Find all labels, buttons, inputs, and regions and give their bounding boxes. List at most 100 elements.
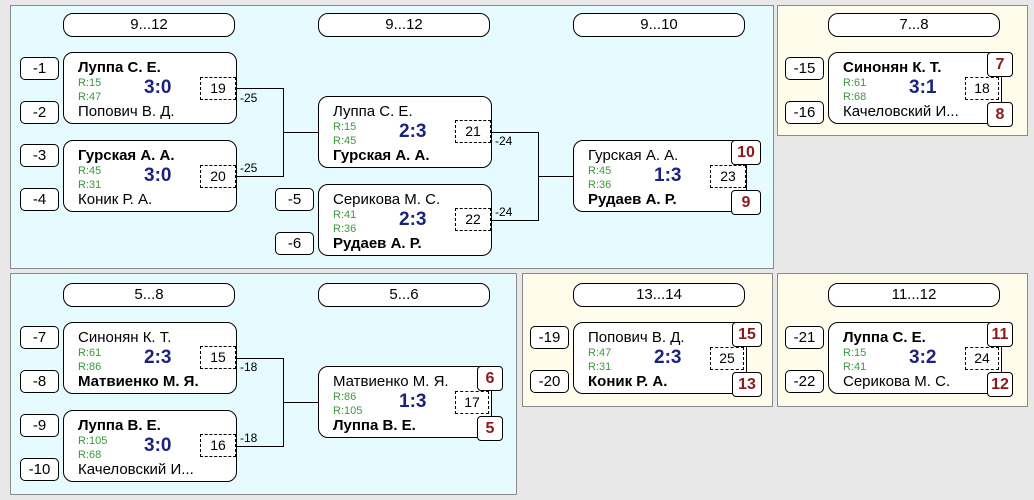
player-name: Рудаев А. Р. <box>588 191 677 208</box>
player-rating: R:47 <box>588 347 612 359</box>
seed-box[interactable]: -19 <box>530 326 569 349</box>
seed-box[interactable]: -20 <box>530 370 569 393</box>
seed-box[interactable]: -3 <box>20 144 59 167</box>
player-rating: R:68 <box>78 449 102 461</box>
seed-box[interactable]: -9 <box>20 414 59 437</box>
player-rating: R:15 <box>843 347 867 359</box>
player-name: Попович В. Д. <box>588 329 685 346</box>
player-rating: R:86 <box>78 361 102 373</box>
player-rating: R:86 <box>333 391 357 403</box>
seed-box[interactable]: -21 <box>785 326 824 349</box>
player-rating: R:68 <box>843 91 867 103</box>
bracket-connector <box>237 88 283 89</box>
match-number[interactable]: 15 <box>200 346 236 369</box>
player-name: Гурская А. А. <box>588 147 679 164</box>
bracket-connector <box>237 176 283 177</box>
loser-target: -25 <box>240 161 258 175</box>
bracket-connector <box>492 132 538 133</box>
round-header[interactable]: 11...12 <box>828 283 1000 307</box>
place-badge: 15 <box>732 322 762 347</box>
bracket-connector <box>237 358 283 359</box>
seed-box[interactable]: -16 <box>785 101 824 124</box>
seed-box[interactable]: -5 <box>275 188 314 211</box>
bracket-connector <box>283 402 318 403</box>
bracket-connector <box>492 220 538 221</box>
player-name: Качеловский И... <box>843 103 959 120</box>
seed-box[interactable]: -4 <box>20 188 59 211</box>
player-name: Качеловский И... <box>78 461 194 478</box>
match-number[interactable]: 19 <box>200 77 236 100</box>
player-name: Синонян К. Т. <box>78 329 172 346</box>
match-score: 1:3 <box>399 391 427 412</box>
player-name: Синонян К. Т. <box>843 59 942 76</box>
match-number[interactable]: 23 <box>710 165 746 188</box>
bracket-connector <box>283 132 318 133</box>
match-number[interactable]: 16 <box>200 434 236 457</box>
match-card[interactable]: Синонян К. Т. R:61 R:68 3:1 Качеловский … <box>828 52 1002 124</box>
bracket-connector <box>237 446 283 447</box>
player-name: Луппа В. Е. <box>333 417 416 434</box>
player-rating: R:31 <box>588 361 612 373</box>
player-rating: R:45 <box>588 165 612 177</box>
round-header[interactable]: 9...10 <box>573 13 745 37</box>
player-name: Луппа С. Е. <box>78 59 161 76</box>
place-badge: 12 <box>987 372 1013 397</box>
match-number[interactable]: 17 <box>455 391 489 414</box>
player-rating: R:41 <box>843 361 867 373</box>
match-card[interactable]: Луппа С. Е. R:15 R:41 3:2 Серикова М. С. <box>828 322 1002 394</box>
player-rating: R:15 <box>78 77 102 89</box>
match-number[interactable]: 18 <box>965 77 999 100</box>
player-rating: R:41 <box>333 209 357 221</box>
loser-target: -24 <box>495 134 513 148</box>
match-score: 3:0 <box>144 165 172 186</box>
player-name: Коник Р. А. <box>78 191 153 208</box>
match-score: 2:3 <box>399 209 427 230</box>
seed-box[interactable]: -15 <box>785 57 824 80</box>
seed-box[interactable]: -7 <box>20 326 59 349</box>
player-name: Серикова М. С. <box>843 373 951 390</box>
match-number[interactable]: 24 <box>965 347 999 370</box>
seed-box[interactable]: -22 <box>785 370 824 393</box>
match-number[interactable]: 21 <box>455 120 491 143</box>
player-name: Коник Р. А. <box>588 373 668 390</box>
loser-target: -25 <box>240 91 258 105</box>
round-header[interactable]: 13...14 <box>573 283 745 307</box>
loser-target: -18 <box>240 431 258 445</box>
place-badge: 9 <box>731 190 761 215</box>
player-rating: R:45 <box>78 165 102 177</box>
player-rating: R:105 <box>333 405 363 417</box>
round-header[interactable]: 5...8 <box>63 283 235 307</box>
player-name: Луппа С. Е. <box>843 329 926 346</box>
player-name: Гурская А. А. <box>78 147 175 164</box>
match-number[interactable]: 22 <box>455 208 491 231</box>
player-rating: R:61 <box>78 347 102 359</box>
match-number[interactable]: 25 <box>710 347 744 370</box>
match-number[interactable]: 20 <box>200 165 236 188</box>
player-name: Рудаев А. Р. <box>333 235 422 252</box>
seed-box[interactable]: -2 <box>20 101 59 124</box>
seed-box[interactable]: -6 <box>275 232 314 255</box>
loser-target: -18 <box>240 360 258 374</box>
seed-box[interactable]: -10 <box>20 458 59 481</box>
player-rating: R:45 <box>333 135 357 147</box>
player-name: Попович В. Д. <box>78 103 175 120</box>
round-header[interactable]: 7...8 <box>828 13 1000 37</box>
player-rating: R:36 <box>588 179 612 191</box>
player-name: Матвиенко М. Я. <box>333 373 449 390</box>
player-rating: R:36 <box>333 223 357 235</box>
place-badge: 13 <box>732 372 762 397</box>
place-badge: 11 <box>987 322 1013 347</box>
seed-box[interactable]: -8 <box>20 370 59 393</box>
match-card[interactable]: Луппа С. Е. R:15 R:47 3:0 Попович В. Д. <box>63 52 237 124</box>
place-badge: 7 <box>987 52 1013 77</box>
player-name: Луппа В. Е. <box>78 417 161 434</box>
place-badge: 6 <box>477 366 503 391</box>
round-header[interactable]: 9...12 <box>63 13 235 37</box>
match-score: 2:3 <box>399 121 427 142</box>
place-badge: 5 <box>477 416 503 441</box>
round-header[interactable]: 5...6 <box>318 283 490 307</box>
bracket-connector <box>538 176 573 177</box>
seed-box[interactable]: -1 <box>20 57 59 80</box>
round-header[interactable]: 9...12 <box>318 13 490 37</box>
loser-target: -24 <box>495 205 513 219</box>
